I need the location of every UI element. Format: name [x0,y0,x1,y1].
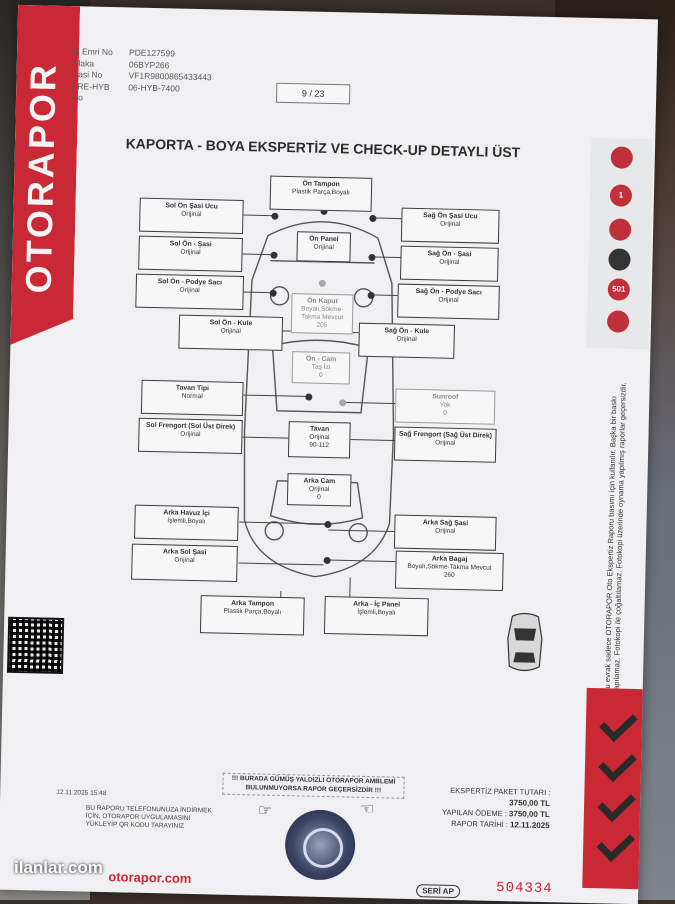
part-sag-on-kule: Sağ Ön - Kule Orijinal [358,323,455,359]
emblem-warning: !!! BURADA GÜMÜŞ YALDIZLI OTORAPOR AMBLE… [222,773,404,799]
part-status: Boyalı,Sökme-Takma Mevcut [292,305,352,322]
part-thickness: 205 [292,321,352,330]
paid-label: YAPILAN ÖDEME : [442,808,507,818]
part-on-kaput: Ön Kaput Boyalı,Sökme-Takma Mevcut 205 [291,293,354,334]
part-tavan: Tavan Orijinal 90-112 [288,421,351,458]
footer-date: 12.11.2025 15:48 [56,789,106,798]
part-thickness: 0 [396,409,494,419]
part-on-cam: Ön - Cam Taş İzi 0 [292,351,351,384]
serial-number: 504334 [496,880,553,897]
part-status: Orijinal [360,335,454,345]
package-label: EKSPERTİZ PAKET TUTARI : [450,786,550,797]
part-sol-on-podye: Sol Ön - Podye Sacı Orijinal [135,274,244,310]
marker-dot [368,292,375,299]
logo-icon [303,828,344,869]
part-thickness: 0 [288,493,350,502]
part-status: Orijinal [298,243,350,252]
part-status: Orijinal [395,527,495,537]
wheel-rear-right [349,524,367,542]
car-topview-icon [489,608,561,680]
part-status: Orijinal [137,286,243,296]
part-sol-on-kule: Sol Ön - Kule Orijinal [178,315,283,351]
pointing-hand-icon: ☞ [258,801,273,821]
part-sag-frengort: Sağ Frengort (Sağ Üst Direk) Orijinal [394,427,497,463]
part-status: Orijinal [140,210,242,220]
part-sol-on-sasi-ucu: Sol Ön Şasi Ucu Orijinal [139,198,244,234]
part-sag-on-sasi-ucu: Sağ Ön Şasi Ucu Orijinal [401,208,500,244]
part-on-panel: Ön Panel Orijinal [296,231,351,262]
paid-value: 3750,00 TL [509,809,550,819]
chevron-icon [597,824,635,862]
footer-app-text: BU RAPORU TELEFONUNUZA İNDİRMEK İÇİN, OT… [85,805,216,832]
chevron-icon [599,704,637,742]
wheel-rear-left [265,522,283,540]
part-arka-tampon: Arka Tampon Plastik Parça,Boyalı [200,595,305,635]
part-sunroof: Sunroof Yok 0 [395,389,496,425]
seri-badge: SERİ AP [416,884,460,898]
part-status: Orijinal [398,296,498,306]
part-status: Orijinal [139,248,241,258]
site-watermark: ilanlar.com [14,858,103,878]
footer-site: otorapor.com [108,869,191,886]
chevron-icon [597,784,635,822]
part-status: Orijinal [401,258,497,268]
pointing-hand-icon: ☞ [360,799,375,819]
part-status: İşlemli,Boyalı [135,517,237,527]
part-status: Orijinal [402,220,498,230]
chevron-strip [582,688,643,889]
part-sol-frengort: Sol Frengort (Sol Üst Direk) Orijinal [138,418,243,454]
part-status: Normal [142,392,242,402]
part-status: Orijinal [132,556,236,566]
part-status: Orijinal [180,327,282,337]
part-thickness: 0 [293,371,349,380]
part-status: Plastik Parça,Boyalı [271,188,371,198]
part-thickness: 90-112 [289,441,349,450]
part-sag-on-sasi: Sağ Ön - Şasi Orijinal [400,246,499,282]
pricing-summary: EKSPERTİZ PAKET TUTARI : 3750,00 TL YAPI… [430,784,551,831]
part-arka-sol-sasi: Arka Sol Şasi Orijinal [131,544,238,582]
part-tavan-tipi: Tavan Tipi Normal [141,380,244,416]
part-arka-ic-panel: Arka - İç Panel İşlemli,Boyalı [324,596,429,636]
date-label: RAPOR TARİHİ : [451,819,508,829]
chevron-icon [598,744,636,782]
part-sag-on-podye: Sağ Ön - Podye Sacı Orijinal [397,284,500,320]
part-arka-havuz-ici: Arka Havuz İçi İşlemli,Boyalı [134,505,239,541]
part-arka-cam: Arka Cam Orijinal 0 [287,473,352,506]
part-arka-bagaj: Arka Bagaj Boyalı,Sökme-Takma Mevcut 260 [395,551,504,591]
date-value: 12.11.2025 [510,820,550,830]
qr-code [7,617,64,674]
part-on-tampon: Ön Tampon Plastik Parça,Boyalı [270,176,373,212]
package-value: 3750,00 TL [509,798,550,808]
part-status: Plastik Parça,Boyalı [201,607,303,617]
part-sol-on-sasi: Sol Ön - Şasi Orijinal [138,236,243,272]
part-status: İşlemli,Boyalı [325,608,427,618]
part-arka-sag-sasi: Arka Sağ Şasi Orijinal [394,515,497,551]
